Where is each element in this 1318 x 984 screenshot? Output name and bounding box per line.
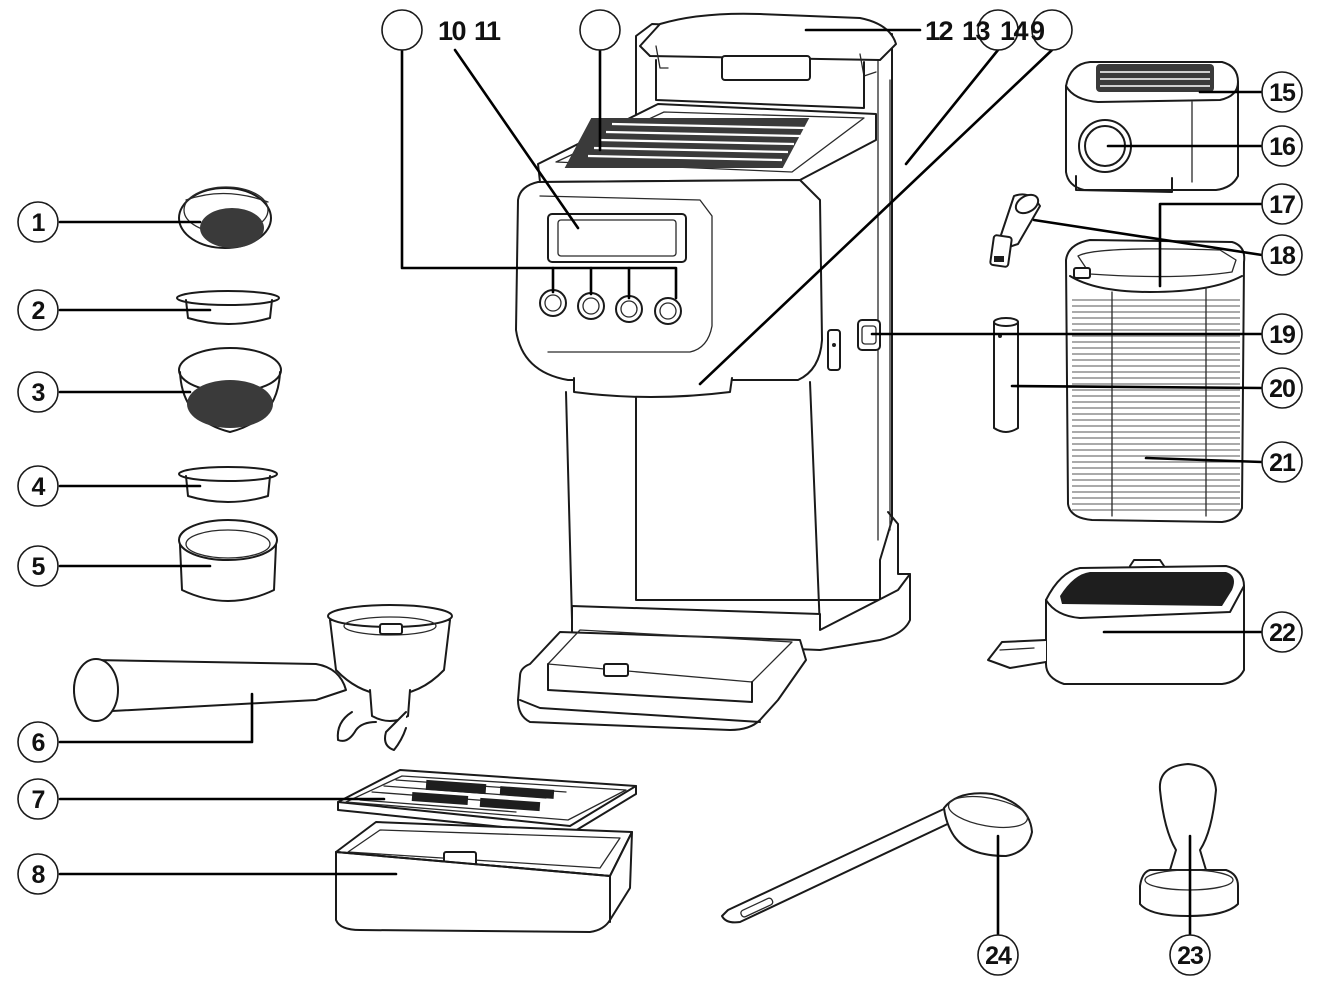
callout-circle [17,371,59,413]
part-5-cup [178,519,278,602]
callout-24: 24 [977,934,1019,976]
callout-circle [977,934,1019,976]
empty-callout-circles [381,9,1073,51]
warming-grid [564,118,810,168]
part-23-tamper [1139,763,1239,917]
callout-number: 17 [1269,191,1295,219]
part-2-ring [176,290,280,325]
callout-18: 18 [1261,234,1303,276]
callout-8: 8 [17,853,59,895]
callout-circle [1261,183,1303,225]
part-3-basket [178,347,282,433]
callout-circle [1261,313,1303,355]
label-11: 11 [474,16,501,46]
part-24-scoop [721,792,1033,924]
callout-number: 21 [1269,449,1296,477]
part-15-16-grinder-lid [1065,61,1239,193]
main-machine-body [515,12,911,731]
part-6-portafilter [73,604,453,751]
callout-circle [17,545,59,587]
callout-number: 3 [32,379,45,407]
callout-20: 20 [1261,367,1303,409]
leader-lines [58,28,1264,936]
callout-number: 6 [32,729,45,757]
callout-15: 15 [1261,71,1303,113]
callout-4: 4 [17,465,59,507]
callout-3: 3 [17,371,59,413]
part-8-drip-tray [335,821,633,933]
label-12: 12 [925,16,953,46]
callout-number: 1 [32,209,46,237]
callout-circle [17,721,59,763]
part-18-steam-tip [989,193,1041,268]
callout-17: 17 [1261,183,1303,225]
callout-circle [1261,367,1303,409]
callout-19: 19 [1261,313,1303,355]
top-number-labels: 10 11 12 13 14 9 [438,16,1047,46]
empty-callout-circle [579,9,621,51]
part-20-wand-tube [993,317,1019,433]
empty-callout-circle [977,9,1019,51]
callout-number: 23 [1177,942,1203,970]
callout-circle [1261,125,1303,167]
callout-circle [17,465,59,507]
label-10: 10 [438,16,466,46]
empty-callout-circle [381,9,423,51]
callout-1: 1 [17,201,59,243]
callout-circle [1261,234,1303,276]
part-22-grounds-tray [987,559,1245,685]
callout-number: 5 [32,553,46,581]
callout-16: 16 [1261,125,1303,167]
callout-23: 23 [1169,934,1211,976]
label-9: 9 [1030,16,1045,46]
part-21-water-tank [1065,239,1246,523]
callout-number: 15 [1269,79,1296,107]
callout-number: 24 [985,942,1012,970]
callout-6: 6 [17,721,59,763]
part-1-mesh-filter [178,186,272,249]
callout-circle [17,778,59,820]
callout-number: 2 [32,297,45,325]
callout-circle [1261,441,1303,483]
tank-ribs [1072,299,1240,511]
callout-number: 7 [32,786,45,814]
callout-circle [1261,611,1303,653]
label-14: 14 [1000,16,1029,46]
label-13: 13 [962,16,991,46]
callout-number: 18 [1269,242,1296,270]
callout-number: 16 [1269,133,1295,161]
part-7-drip-grate [337,769,637,835]
callout-circle [17,201,59,243]
callout-number: 4 [32,473,46,501]
callout-number: 19 [1269,321,1295,349]
callout-circle [1169,934,1211,976]
callout-5: 5 [17,545,59,587]
callout-circle [17,853,59,895]
part-4-ring [178,466,278,503]
callout-21: 21 [1261,441,1303,483]
callout-22: 22 [1261,611,1303,653]
callout-7: 7 [17,778,59,820]
callout-circle [17,289,59,331]
callout-number: 20 [1269,375,1295,403]
callout-2: 2 [17,289,59,331]
callout-circle [1261,71,1303,113]
empty-callout-circle [1031,9,1073,51]
callout-number: 22 [1269,619,1295,647]
callout-number: 8 [32,861,46,889]
